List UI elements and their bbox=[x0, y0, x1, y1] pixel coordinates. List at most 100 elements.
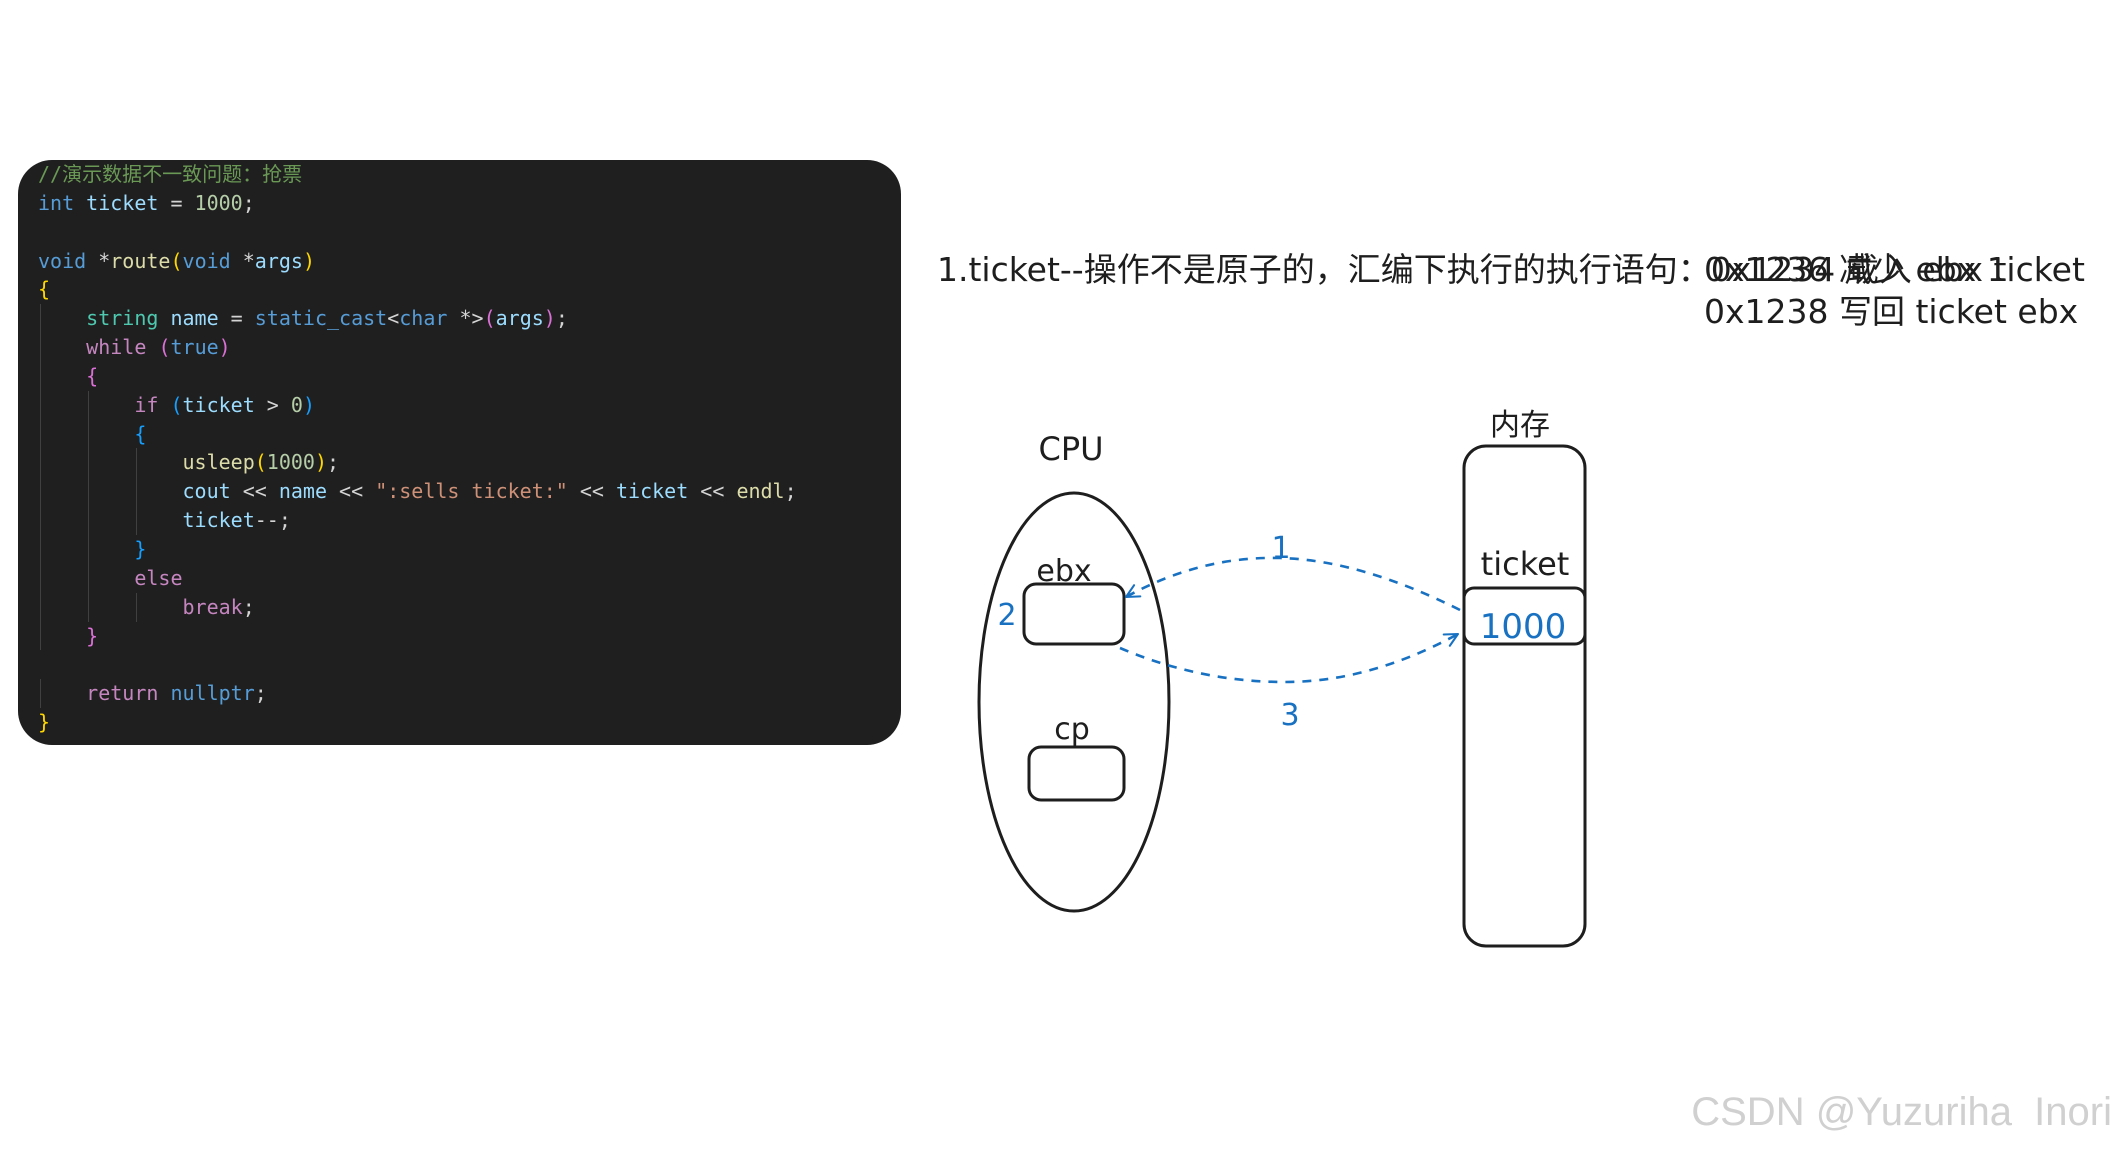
indent-guide bbox=[136, 506, 137, 535]
code-line: } bbox=[38, 621, 901, 651]
atomicity-note-lead: 1.ticket--操作不是原子的，汇编下执行的执行语句： bbox=[936, 250, 1711, 289]
code-line: ticket--; bbox=[38, 506, 901, 535]
memory-label: 内存 bbox=[1490, 408, 1550, 443]
code-token: { bbox=[38, 277, 51, 302]
step-3-label: 3 bbox=[1280, 698, 1299, 733]
code-token: { bbox=[134, 421, 147, 446]
code-token: ; bbox=[784, 479, 797, 504]
indent-guide bbox=[40, 592, 41, 622]
code-token: ( bbox=[170, 392, 183, 417]
code-line: break; bbox=[38, 592, 901, 622]
cp-label: cp bbox=[1054, 712, 1090, 747]
code-line: else bbox=[38, 563, 901, 593]
load-arrow bbox=[1124, 556, 1461, 612]
memory-value: 1000 bbox=[1480, 607, 1567, 647]
cp-register bbox=[1027, 745, 1126, 802]
indent-guide bbox=[136, 448, 137, 478]
writeback-arrow bbox=[1119, 632, 1460, 684]
code-token: if bbox=[134, 392, 159, 417]
watermark: CSDN @Yuzuriha Inori bbox=[1691, 1090, 2112, 1134]
code-token: << bbox=[327, 479, 376, 504]
code-line: if (ticket > 0) bbox=[38, 390, 901, 420]
code-line: { bbox=[38, 275, 901, 304]
code-token: ticket bbox=[86, 190, 159, 215]
indent-guide bbox=[88, 448, 89, 478]
indent-guide bbox=[88, 419, 89, 449]
code-line: } bbox=[38, 534, 901, 564]
code-token: --; bbox=[254, 508, 291, 533]
code-token: = bbox=[218, 306, 255, 331]
code-token: *> bbox=[447, 306, 484, 331]
code-token: 0 bbox=[290, 392, 303, 417]
asm-line-2: 0x1236 减少 ebx 1 bbox=[1704, 250, 2008, 289]
indent-guide bbox=[136, 477, 137, 507]
indent-guide bbox=[40, 390, 41, 420]
code-token: 1000 bbox=[266, 450, 315, 475]
code-token: ( bbox=[170, 248, 183, 273]
indent-guide bbox=[88, 534, 89, 564]
code-token: > bbox=[254, 392, 291, 417]
code-line: string name = static_cast<char *>(args); bbox=[38, 304, 901, 334]
code-token: route bbox=[110, 248, 171, 273]
memory-cell bbox=[1462, 586, 1587, 646]
cpu-shape bbox=[977, 491, 1171, 913]
code-token: * bbox=[230, 248, 255, 273]
code-token: 1000 bbox=[194, 190, 243, 215]
indent-guide bbox=[40, 477, 41, 507]
code-line: usleep(1000); bbox=[38, 448, 901, 478]
code-token: usleep bbox=[182, 450, 255, 475]
code-token: else bbox=[134, 565, 183, 590]
code-token: < bbox=[387, 306, 400, 331]
code-token: ) bbox=[302, 392, 315, 417]
code-line: cout << name << ":sells ticket:" << tick… bbox=[38, 477, 901, 507]
code-token: } bbox=[86, 623, 99, 648]
indent-guide bbox=[40, 621, 41, 651]
code-token: char bbox=[399, 306, 448, 331]
code-token: ; bbox=[242, 190, 255, 215]
step-2-label: 2 bbox=[997, 598, 1016, 633]
code-token: //演示数据不一致问题：抢票 bbox=[38, 162, 303, 186]
code-token: ( bbox=[158, 335, 171, 360]
step-1-label: 1 bbox=[1271, 531, 1290, 566]
code-token: break bbox=[182, 594, 243, 619]
code-token: while bbox=[86, 335, 147, 360]
code-token: ticket bbox=[616, 479, 689, 504]
code-token: ; bbox=[327, 450, 340, 475]
code-token: string bbox=[86, 306, 159, 331]
indent-guide bbox=[40, 506, 41, 535]
code-token: nullptr bbox=[170, 681, 255, 706]
code-token: * bbox=[86, 248, 111, 273]
indent-guide bbox=[40, 361, 41, 391]
atomicity-note: 1.ticket--操作不是原子的，汇编下执行的执行语句：0x1234 载入 e… bbox=[916, 207, 2085, 291]
indent-guide bbox=[40, 419, 41, 449]
code-token: name bbox=[278, 479, 328, 504]
code-token: args bbox=[495, 306, 544, 331]
ebx-register bbox=[1022, 582, 1126, 646]
code-token: static_cast bbox=[254, 306, 388, 331]
indent-guide bbox=[40, 563, 41, 593]
code-token: } bbox=[38, 710, 51, 735]
code-token: ; bbox=[555, 306, 568, 331]
code-token: << bbox=[230, 479, 279, 504]
code-token: int bbox=[38, 190, 75, 215]
code-line: { bbox=[38, 419, 901, 449]
code-token: ) bbox=[314, 450, 328, 475]
memory-shape bbox=[1462, 444, 1587, 948]
code-token: cout bbox=[182, 479, 231, 504]
code-token: ":sells ticket:" bbox=[375, 479, 568, 504]
cpu-label: CPU bbox=[1038, 430, 1103, 468]
code-token: ) bbox=[543, 306, 556, 331]
code-token: name bbox=[170, 306, 219, 331]
code-line: //演示数据不一致问题：抢票 bbox=[38, 160, 901, 189]
code-line: } bbox=[38, 708, 901, 737]
indent-guide bbox=[40, 448, 41, 478]
code-token: ) bbox=[218, 335, 231, 360]
code-token: ( bbox=[254, 450, 267, 475]
indent-guide bbox=[136, 592, 137, 622]
indent-guide bbox=[40, 333, 41, 362]
code-token: << bbox=[688, 479, 737, 504]
code-line: { bbox=[38, 361, 901, 391]
